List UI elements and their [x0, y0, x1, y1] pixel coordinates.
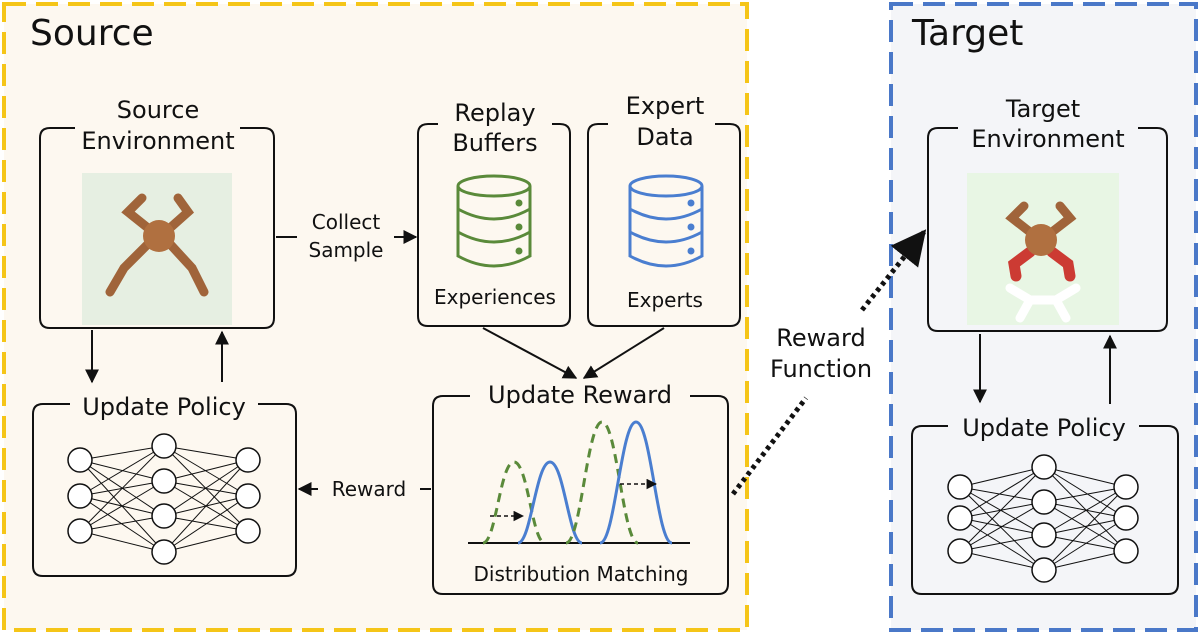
network-node	[947, 505, 973, 531]
network-node	[235, 518, 261, 544]
ant-body-target	[1025, 224, 1057, 256]
network-edge	[959, 466, 1045, 488]
network-edge	[959, 466, 1045, 552]
network-edge	[79, 530, 165, 553]
target-environment-label-line1: Target	[1005, 95, 1081, 123]
collect-sample-label-line1: Collect	[311, 210, 381, 234]
update-reward-label: Update Reward	[488, 381, 672, 409]
source-title: Source	[30, 13, 154, 54]
network-node	[235, 447, 261, 473]
network-node	[67, 518, 93, 544]
network-node	[1113, 505, 1139, 531]
source-update-policy-label: Update Policy	[82, 393, 246, 421]
network-node	[947, 538, 973, 564]
network-edge	[959, 501, 1045, 552]
network-node	[1113, 538, 1139, 564]
target-environment-box	[927, 127, 1168, 332]
network-edge	[163, 459, 249, 517]
network-edge	[1043, 466, 1127, 488]
network-edge	[1043, 486, 1127, 503]
network-edge	[1043, 466, 1127, 552]
network-edge	[1043, 501, 1127, 519]
reward-arrow-label: Reward	[331, 477, 407, 501]
network-edge	[959, 517, 1045, 571]
network-edge	[79, 480, 165, 532]
source-neural-network-icon	[67, 433, 261, 565]
expert-data-label-line2: Data	[636, 123, 694, 151]
network-node	[235, 483, 261, 509]
source-environment-label-line2: Environment	[81, 127, 235, 155]
network-edge	[163, 445, 249, 461]
network-edge	[959, 501, 1045, 519]
network-edge	[79, 515, 165, 532]
network-edge	[79, 445, 165, 497]
network-node	[947, 474, 973, 500]
network-edge	[79, 445, 165, 461]
arrow-replay-to-reward	[482, 327, 578, 379]
network-node	[151, 539, 177, 565]
ant-robot-source	[105, 193, 209, 297]
expert-data-label-line1: Expert	[625, 92, 705, 120]
network-edge	[959, 486, 1045, 503]
network-edge	[163, 530, 249, 553]
collect-sample-label-line2: Sample	[308, 238, 384, 262]
target-update-policy-box	[911, 425, 1179, 595]
ant-body-source	[143, 220, 175, 252]
network-edge	[1043, 534, 1127, 552]
distribution-caption: Distribution Matching	[473, 562, 689, 586]
network-edge	[959, 486, 1045, 536]
network-edge	[1043, 486, 1127, 571]
expert-caption: Experts	[627, 288, 703, 312]
network-node	[1031, 489, 1057, 515]
network-edge	[163, 459, 249, 553]
network-edge	[959, 534, 1045, 552]
target-environment-label-line2: Environment	[971, 125, 1125, 153]
network-node	[1031, 557, 1057, 583]
replay-caption: Experiences	[434, 285, 556, 309]
reward-function-label-line1: Reward	[776, 324, 866, 352]
network-node	[67, 447, 93, 473]
network-node	[151, 433, 177, 459]
network-node	[151, 503, 177, 529]
distribution-matching-plot	[468, 420, 690, 545]
network-edge	[959, 550, 1045, 571]
network-edge	[1043, 517, 1127, 536]
expert-database-icon	[628, 174, 704, 268]
source-environment-label-line1: Source	[116, 96, 200, 124]
network-edge	[79, 445, 165, 532]
ant-robot-target	[1005, 201, 1081, 323]
network-edge	[959, 466, 1045, 519]
target-update-policy-label: Update Policy	[962, 414, 1126, 442]
network-edge	[163, 495, 249, 553]
reward-function-label-line2: Function	[769, 355, 873, 383]
network-edge	[1043, 486, 1127, 536]
replay-database-icon	[456, 174, 532, 268]
replay-buffers-label-line1: Replay	[454, 99, 536, 127]
update-reward-box	[432, 395, 729, 595]
expert-data-box	[587, 123, 741, 327]
network-node	[1031, 454, 1057, 480]
source-environment-box	[39, 127, 275, 329]
replay-buffers-label-line2: Buffers	[452, 129, 538, 157]
network-edge	[1043, 550, 1127, 571]
network-node	[1113, 474, 1139, 500]
target-title: Target	[912, 13, 1024, 54]
target-neural-network-icon	[947, 454, 1139, 583]
network-edge	[959, 486, 1045, 571]
arrow-expert-to-reward	[582, 327, 665, 379]
replay-buffers-box	[417, 123, 571, 327]
network-node	[151, 468, 177, 494]
network-edge	[163, 459, 249, 482]
network-edge	[1043, 517, 1127, 571]
network-node	[67, 483, 93, 509]
network-node	[1031, 522, 1057, 548]
reward-function-dotted-upper	[860, 229, 927, 312]
network-edge	[1043, 466, 1127, 519]
source-update-policy-box	[32, 403, 297, 577]
